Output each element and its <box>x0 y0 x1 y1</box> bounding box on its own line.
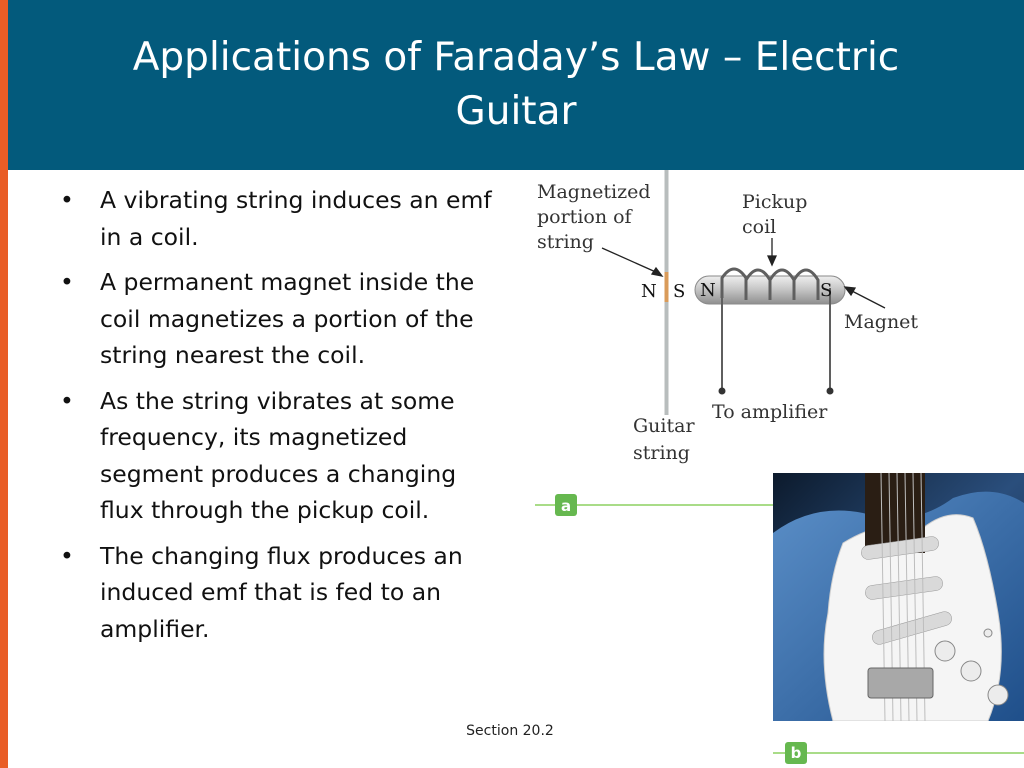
label-magnetized-line2: portion of <box>537 206 634 228</box>
slide-title: Applications of Faraday’s Law – Electric… <box>132 35 900 134</box>
label-guitar-line1: Guitar <box>633 415 695 437</box>
magnetized-segment <box>664 272 669 302</box>
pole-magnet-n: N <box>700 280 716 301</box>
label-to-amplifier: To amplifier <box>712 401 828 423</box>
label-pickup-line1: Pickup <box>742 191 807 213</box>
label-magnet: Magnet <box>844 311 918 333</box>
pole-string-n: N <box>641 281 657 302</box>
accent-stripe <box>0 0 8 768</box>
bullet-item: A vibrating string induces an emf in a c… <box>56 182 496 255</box>
footer-section: Section 20.2 <box>466 723 554 739</box>
label-guitar-line2: string <box>633 442 690 464</box>
terminal-left <box>718 387 726 395</box>
pole-magnet-s: S <box>820 280 832 301</box>
callout-arrows <box>601 238 886 309</box>
figure-a-badge-label: a <box>561 497 571 515</box>
pickup-diagram: Magnetized portion of string Pickup coil… <box>535 170 930 516</box>
bullet-item: As the string vibrates at some frequency… <box>56 383 496 529</box>
label-magnetized-line3: string <box>537 231 594 253</box>
bullet-item: The changing flux produces an induced em… <box>56 538 496 648</box>
bullet-list: A vibrating string induces an emf in a c… <box>56 182 496 656</box>
figure-b-rule <box>773 752 1024 754</box>
figure-b-badge: b <box>785 742 807 764</box>
guitar-photo <box>773 473 1024 721</box>
label-pickup-line2: coil <box>742 216 776 238</box>
terminal-right <box>826 387 834 395</box>
title-bar: Applications of Faraday’s Law – Electric… <box>8 0 1024 170</box>
pole-string-s: S <box>673 281 685 302</box>
label-magnetized-line1: Magnetized <box>537 181 651 203</box>
figure-a-badge <box>555 494 577 516</box>
bullet-item: A permanent magnet inside the coil magne… <box>56 264 496 374</box>
pickup-coil <box>720 267 831 390</box>
